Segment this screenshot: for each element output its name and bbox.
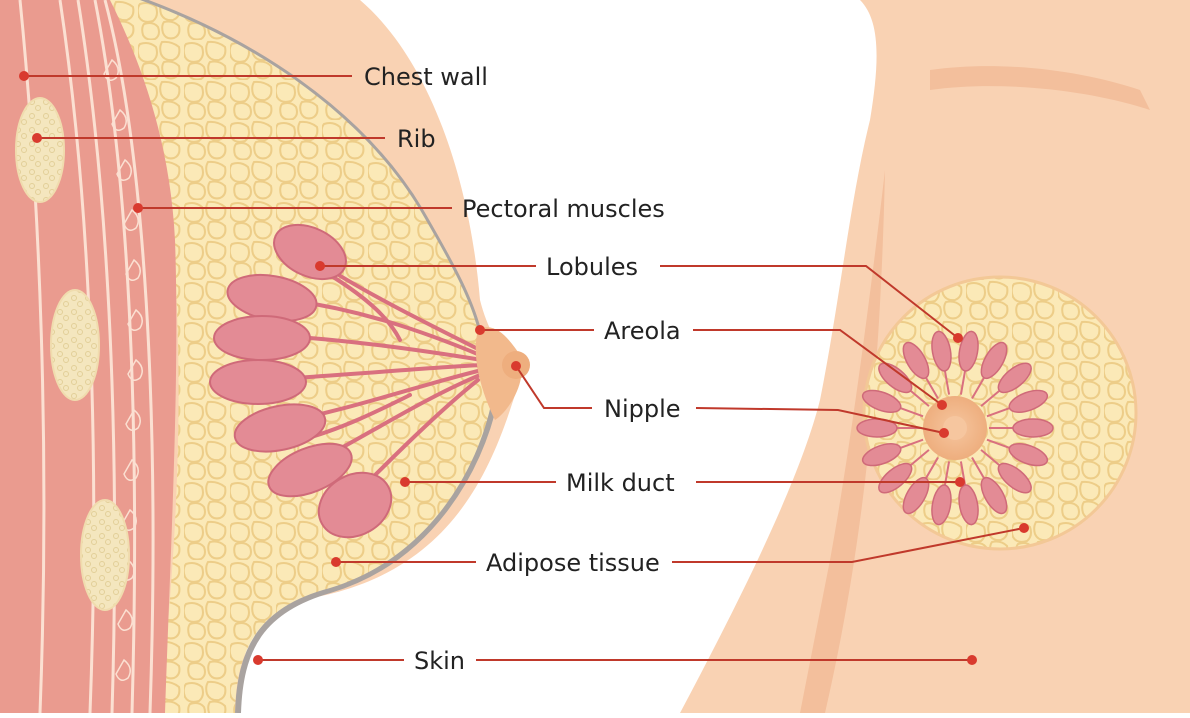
lobule (214, 316, 310, 360)
marker-skin-left (253, 655, 263, 665)
marker-rib (32, 133, 42, 143)
label-skin: Skin (414, 647, 465, 675)
cross-section-view (0, 0, 530, 713)
marker-milk-duct-left (400, 477, 410, 487)
marker-areola-left (475, 325, 485, 335)
rib-shape (81, 500, 129, 610)
rib-shape (51, 290, 99, 400)
marker-areola-right (937, 400, 947, 410)
marker-adipose-right (1019, 523, 1029, 533)
marker-chest-wall (19, 71, 29, 81)
label-rib: Rib (397, 125, 436, 153)
marker-skin-right (967, 655, 977, 665)
label-pectoral-muscles: Pectoral muscles (462, 195, 665, 223)
marker-nipple-right (939, 428, 949, 438)
marker-lobules-right (953, 333, 963, 343)
label-milk-duct: Milk duct (566, 469, 675, 497)
rib-shape (16, 98, 64, 202)
label-nipple: Nipple (604, 395, 681, 423)
label-areola: Areola (604, 317, 681, 345)
marker-pectoral-muscles (133, 203, 143, 213)
marker-lobules-left (315, 261, 325, 271)
frontal-view (680, 0, 1190, 713)
marker-nipple-left (511, 361, 521, 371)
label-adipose-tissue: Adipose tissue (486, 549, 660, 577)
marker-milk-duct-right (955, 477, 965, 487)
frontal-lobule (1013, 419, 1053, 437)
label-chest-wall: Chest wall (364, 63, 488, 91)
lobule (210, 360, 306, 404)
marker-adipose-left (331, 557, 341, 567)
label-lobules: Lobules (546, 253, 638, 281)
